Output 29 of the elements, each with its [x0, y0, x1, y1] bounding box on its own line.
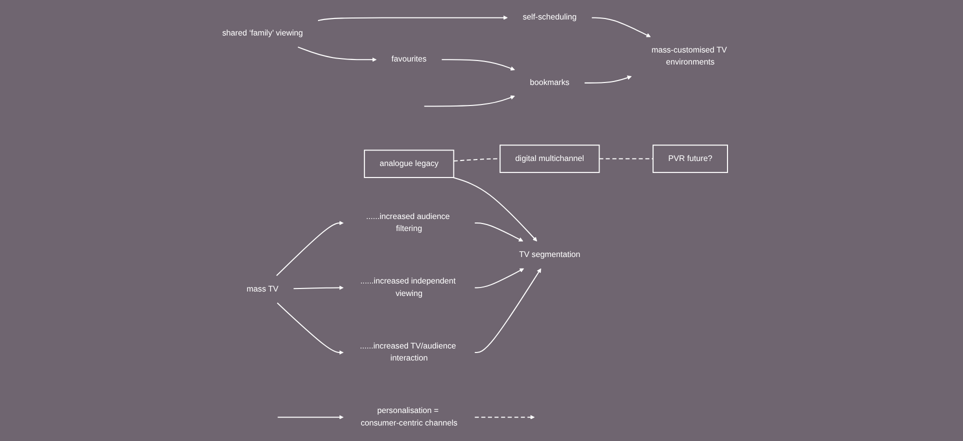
arrow	[592, 17, 651, 38]
arrow	[424, 95, 515, 107]
node-box: analogue legacy	[364, 150, 454, 178]
arrow	[276, 220, 344, 276]
arrow	[584, 76, 632, 84]
arrow	[442, 59, 515, 71]
node-text: mass-customised TV environments	[651, 46, 727, 67]
node-text: ......increased TV/audience interaction	[360, 342, 456, 363]
arrow	[298, 46, 376, 62]
node-text: bookmarks	[530, 78, 570, 87]
arrow	[474, 222, 524, 242]
node-text: TV segmentation	[519, 250, 580, 259]
arrow	[474, 268, 524, 288]
node-text: ......increased independent viewing	[360, 277, 456, 298]
arrow	[318, 15, 508, 22]
arrow	[294, 286, 344, 290]
node-text: shared ‘family’ viewing	[222, 28, 303, 38]
arrow	[278, 415, 344, 420]
node-box: PVR future?	[652, 144, 728, 173]
node-text: self-scheduling	[522, 13, 577, 22]
arrow	[474, 268, 542, 353]
arrow	[276, 302, 344, 355]
arrow	[474, 415, 535, 420]
node-text: ......increased audience filtering	[366, 212, 450, 234]
node-text: personalisation = consumer-centric channels	[360, 406, 458, 428]
node-text: favourites	[391, 55, 427, 64]
node-box: digital multichannel	[500, 144, 600, 173]
arrow	[452, 177, 538, 242]
node-text: mass TV	[246, 284, 278, 294]
